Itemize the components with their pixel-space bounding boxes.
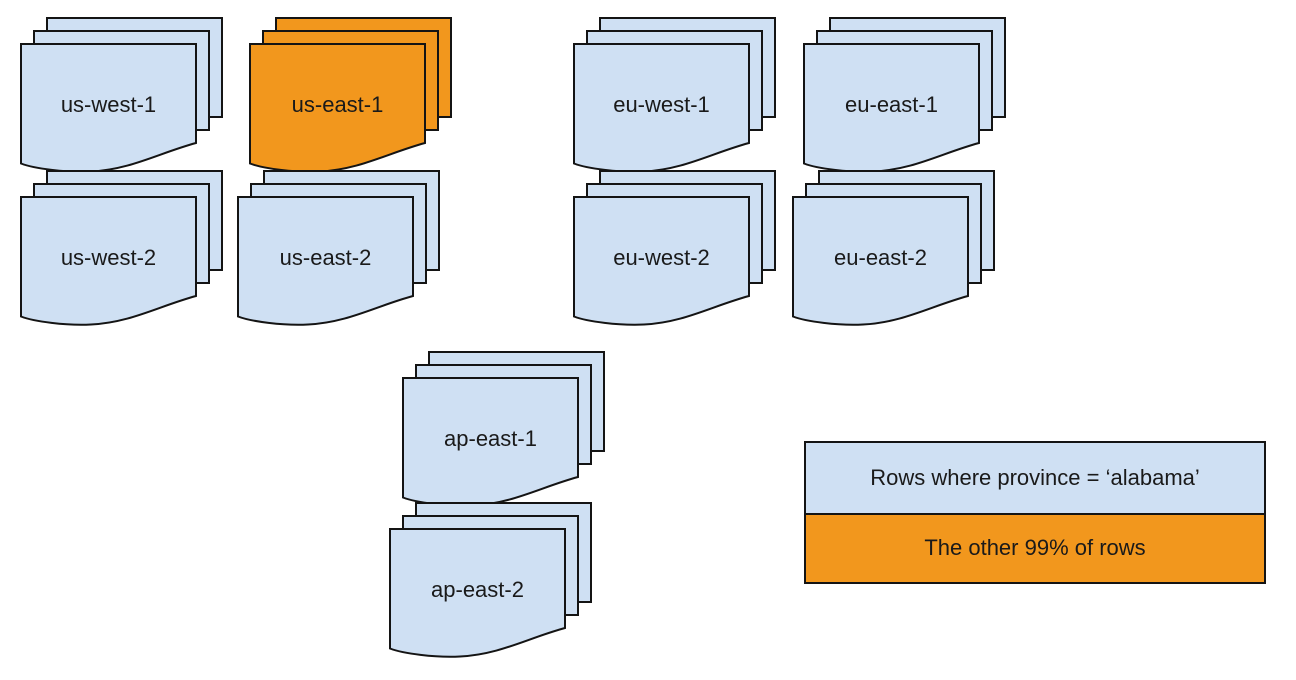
region-label: eu-east-2 <box>834 244 927 270</box>
region-label: us-east-2 <box>279 244 372 270</box>
document-shape <box>237 196 414 326</box>
region-stack-ap-east-2: ap-east-2 <box>389 502 594 661</box>
legend-item-label: Rows where province = ‘alabama’ <box>870 464 1200 490</box>
legend-item-label: The other 99% of rows <box>924 535 1146 561</box>
legend: Rows where province = ‘alabama’ The othe… <box>804 441 1266 584</box>
region-label: ap-east-2 <box>431 576 524 602</box>
region-stack-us-west-1: us-west-1 <box>20 17 225 176</box>
region-stack-us-east-2: us-east-2 <box>237 170 442 329</box>
region-label: eu-west-1 <box>613 91 710 117</box>
region-label: us-west-1 <box>60 91 157 117</box>
region-stack-eu-west-1: eu-west-1 <box>573 17 778 176</box>
region-stack-us-west-2: us-west-2 <box>20 170 225 329</box>
document-shape <box>573 196 750 326</box>
region-label: eu-west-2 <box>613 244 710 270</box>
legend-item-other-rows: The other 99% of rows <box>806 512 1264 582</box>
region-label: us-west-2 <box>60 244 157 270</box>
document-shape <box>389 528 566 658</box>
region-label: us-east-1 <box>291 91 384 117</box>
region-stack-eu-east-2: eu-east-2 <box>792 170 997 329</box>
document-shape <box>20 196 197 326</box>
region-stack-us-east-1: us-east-1 <box>249 17 454 176</box>
legend-item-alabama-rows: Rows where province = ‘alabama’ <box>806 443 1264 513</box>
document-shape <box>792 196 969 326</box>
region-stack-eu-west-2: eu-west-2 <box>573 170 778 329</box>
region-stack-ap-east-1: ap-east-1 <box>402 351 607 510</box>
region-stack-eu-east-1: eu-east-1 <box>803 17 1008 176</box>
region-label: ap-east-1 <box>444 425 537 451</box>
region-label: eu-east-1 <box>845 91 938 117</box>
